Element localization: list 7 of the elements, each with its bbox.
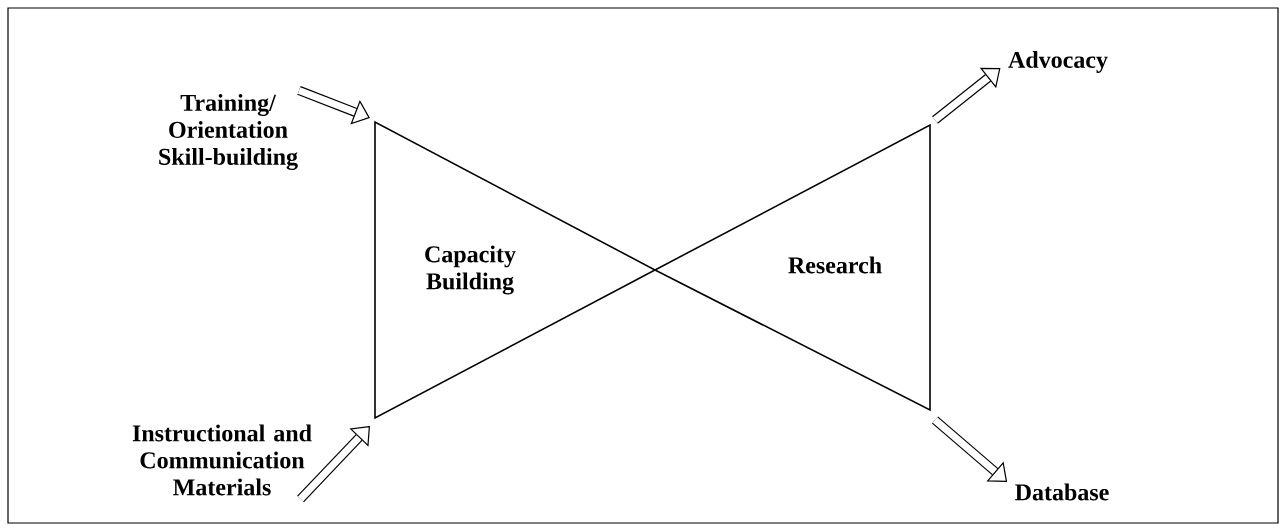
label-text: Database [1015, 483, 1109, 501]
label-text: Advocacy [1008, 51, 1108, 73]
hollow-arrow [297, 426, 370, 503]
hollow-arrow [932, 67, 1001, 124]
label-text: Instructional and Communication Materials [132, 424, 312, 496]
hollow-arrow [297, 86, 370, 125]
label-text: Training/ Orientation Skill-building [159, 94, 298, 170]
